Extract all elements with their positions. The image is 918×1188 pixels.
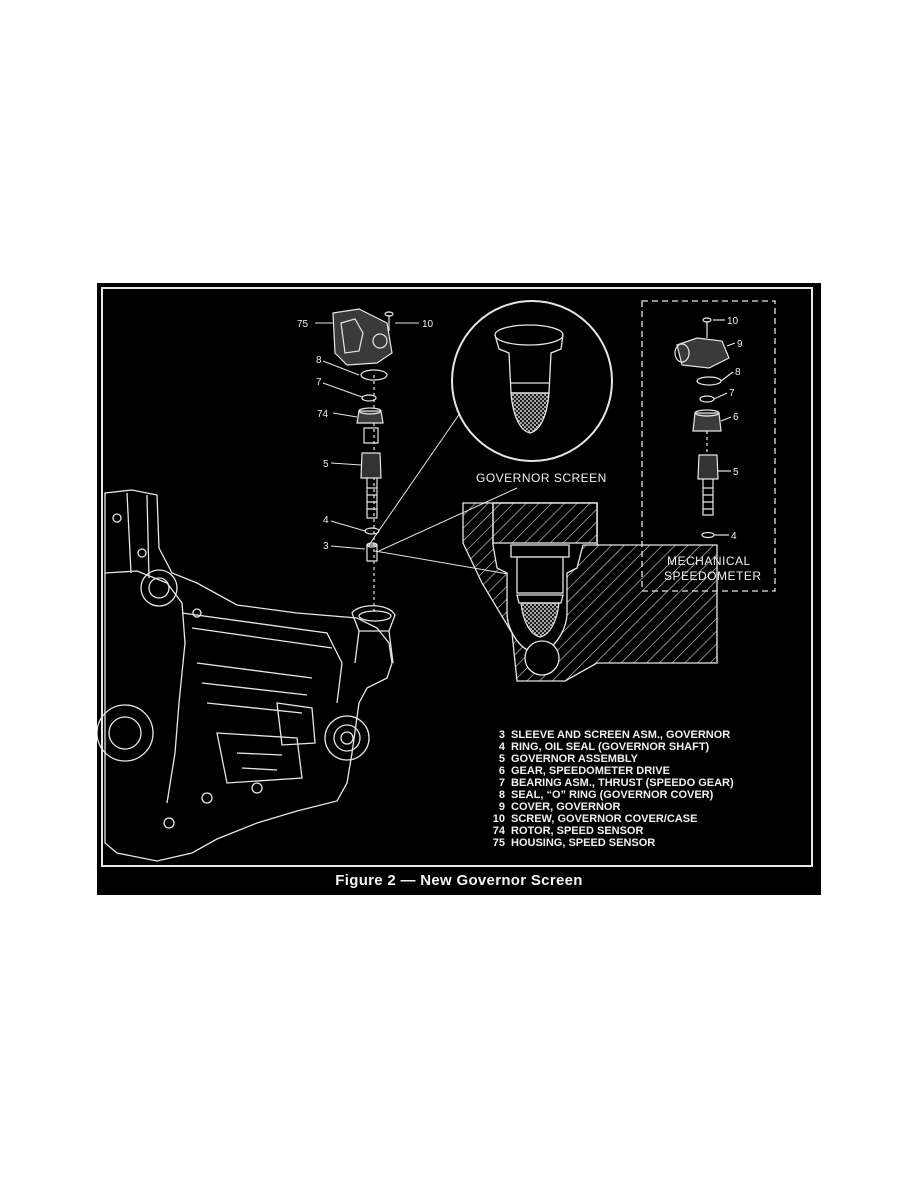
legend-num: 5	[499, 753, 505, 765]
legend-text: GEAR, SPEEDOMETER DRIVE	[511, 765, 670, 777]
legend-num: 3	[499, 729, 505, 741]
mechanical-title-line1: MECHANICAL	[667, 554, 751, 568]
callout-74: 74	[317, 409, 329, 420]
legend-text: HOUSING, SPEED SENSOR	[511, 837, 655, 849]
callout-8: 8	[316, 355, 322, 366]
governor-screen-title: GOVERNOR SCREEN	[476, 471, 607, 485]
legend-text: BEARING ASM., THRUST (SPEEDO GEAR)	[511, 777, 734, 789]
governor-screen-inset	[451, 300, 613, 462]
mech-callout-9: 9	[737, 339, 743, 350]
legend-text: ROTOR, SPEED SENSOR	[511, 825, 643, 837]
legend-num: 75	[493, 837, 505, 849]
governor-diagram: 75 10 8 7 74 5 4 3 10 9 8 7 6 5 4 GOVERN…	[97, 300, 776, 862]
mech-callout-6: 6	[733, 412, 739, 423]
legend-text: SEAL, “O” RING (GOVERNOR COVER)	[511, 789, 714, 801]
figure-border	[101, 287, 813, 867]
main-exploded-stack	[332, 308, 394, 613]
callout-3: 3	[323, 541, 329, 552]
legend-num: 7	[499, 777, 505, 789]
legend-num: 74	[493, 825, 506, 837]
legend-num: 4	[499, 741, 506, 753]
legend-num: 10	[493, 813, 505, 825]
mech-callout-5: 5	[733, 467, 739, 478]
callout-4: 4	[323, 515, 329, 526]
legend-text: RING, OIL SEAL (GOVERNOR SHAFT)	[511, 741, 710, 753]
mech-callout-8: 8	[735, 367, 741, 378]
callout-10: 10	[422, 319, 434, 330]
mechanical-speedometer-box	[641, 300, 776, 592]
legend-text: SCREW, GOVERNOR COVER/CASE	[511, 813, 697, 825]
mech-callout-10: 10	[727, 316, 739, 327]
mech-callout-7: 7	[729, 388, 735, 399]
callout-7: 7	[316, 377, 322, 388]
figure-panel: 75 10 8 7 74 5 4 3 10 9 8 7 6 5 4 GOVERN…	[97, 283, 821, 895]
mechanical-title-line2: SPEEDOMETER	[664, 569, 762, 583]
callout-leaders	[315, 322, 521, 577]
legend-num: 8	[499, 789, 505, 801]
callout-5: 5	[323, 459, 329, 470]
sleeve-section-view	[462, 502, 718, 682]
transmission-case-illustration	[97, 489, 396, 862]
callout-75: 75	[297, 319, 309, 330]
legend-text: GOVERNOR ASSEMBLY	[511, 753, 639, 765]
figure-caption: Figure 2 — New Governor Screen	[335, 872, 583, 889]
mech-callout-4: 4	[731, 531, 737, 542]
legend-text: SLEEVE AND SCREEN ASM., GOVERNOR	[511, 729, 730, 741]
legend-text: COVER, GOVERNOR	[511, 801, 620, 813]
legend-num: 6	[499, 765, 505, 777]
legend-num: 9	[499, 801, 505, 813]
parts-legend: 3 SLEEVE AND SCREEN ASM., GOVERNOR 4 RIN…	[493, 729, 734, 849]
